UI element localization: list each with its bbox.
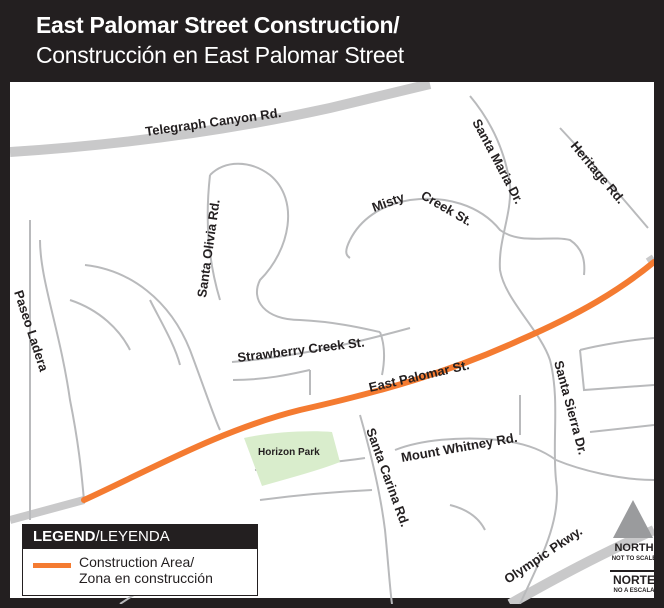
title-spanish: Construcción en East Palomar Street bbox=[36, 42, 404, 68]
minor-roads bbox=[29, 95, 654, 604]
label-horizon-park: Horizon Park bbox=[258, 447, 320, 458]
legend-title-en: LEGEND bbox=[33, 528, 96, 545]
map-header: East Palomar Street Construction/ Constr… bbox=[0, 0, 664, 82]
label-creek-st: Creek St. bbox=[419, 188, 475, 229]
legend-item-es: Zona en construcción bbox=[79, 570, 213, 586]
map-legend: LEGEND/LEYENDA Construction Area/ Zona e… bbox=[22, 524, 258, 596]
label-santa-carina: Santa Carina Rd. bbox=[363, 426, 413, 529]
label-santa-maria: Santa Maria Dr. bbox=[469, 116, 526, 206]
not-to-scale-es: NO A ESCALA bbox=[613, 588, 655, 594]
north-label-es: NORTE bbox=[610, 570, 658, 587]
label-santa-sierra: Santa Sierra Dr. bbox=[551, 359, 591, 456]
title-english: East Palomar Street Construction/ bbox=[36, 12, 400, 38]
label-heritage: Heritage Rd. bbox=[568, 138, 629, 206]
construction-swatch bbox=[33, 563, 71, 568]
road-telegraph-canyon bbox=[10, 82, 432, 157]
street-map: Telegraph Canyon Rd. Santa Maria Dr. Her… bbox=[10, 82, 654, 604]
legend-item-construction: Construction Area/ Zona en construcción bbox=[23, 549, 257, 595]
legend-title-es: /LEYENDA bbox=[95, 528, 170, 545]
legend-item-en: Construction Area/ bbox=[79, 554, 195, 570]
label-olympic-pkwy: Olympic Pkwy. bbox=[501, 523, 585, 586]
north-arrow-icon bbox=[613, 500, 653, 538]
road-palomar-west bbox=[10, 496, 86, 524]
construction-area-line bbox=[81, 259, 654, 503]
north-indicator: NORTH NOT TO SCALE NORTE NO A ESCALA bbox=[610, 500, 660, 600]
label-strawberry-creek: Strawberry Creek St. bbox=[237, 335, 366, 365]
north-label-en: NORTH bbox=[614, 542, 654, 554]
label-santa-olivia: Santa Olivia Rd. bbox=[194, 198, 223, 298]
road-palomar-east bbox=[645, 254, 654, 266]
legend-item-text: Construction Area/ Zona en construcción bbox=[79, 554, 213, 586]
label-misty: Misty bbox=[370, 189, 407, 215]
not-to-scale-en: NOT TO SCALE bbox=[611, 556, 657, 562]
horizon-park-area bbox=[244, 431, 340, 486]
legend-title: LEGEND/LEYENDA bbox=[23, 525, 257, 549]
label-paseo-ladera: Paseo Ladera bbox=[11, 288, 52, 374]
label-mount-whitney: Mount Whitney Rd. bbox=[400, 430, 519, 465]
